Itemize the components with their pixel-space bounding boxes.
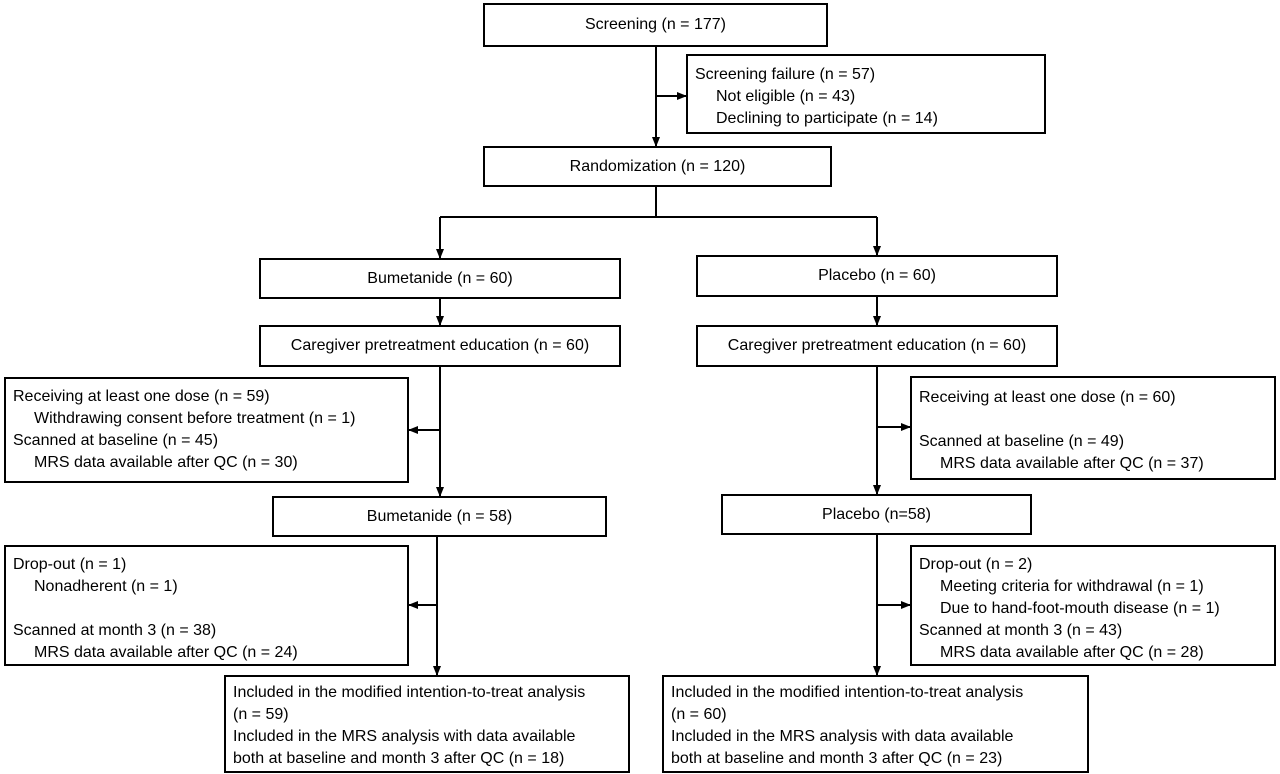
bumetanide-mrs-month3: MRS data available after QC (n = 24) [34,644,298,661]
bumetanide-mrs-analysis-label: Included in the MRS analysis with data a… [233,728,576,745]
placebo-education-box: Caregiver pretreatment education (n = 60… [696,325,1058,367]
placebo-hfmd: Due to hand-foot-mouth disease (n = 1) [940,600,1220,617]
bumetanide-arm2-box: Bumetanide (n = 58) [272,496,607,537]
randomization-box: Randomization (n = 120) [483,146,832,187]
bumetanide-itt-label: Included in the modified intention-to-tr… [233,684,586,701]
bumetanide-withdraw: Withdrawing consent before treatment (n … [34,410,356,427]
bumetanide-dropout: Drop-out (n = 1) [13,556,127,573]
bumetanide-nonadherent: Nonadherent (n = 1) [34,578,178,595]
bumetanide-dose: Receiving at least one dose (n = 59) [13,388,270,405]
screening-failure-title: Screening failure (n = 57) [695,66,876,83]
placebo-mrs-analysis-label: Included in the MRS analysis with data a… [671,728,1014,745]
bumetanide-analysis-box: Included in the modified intention-to-tr… [224,675,630,773]
spacer [919,409,1274,431]
placebo-dropout: Drop-out (n = 2) [919,556,1033,573]
declining-item: Declining to participate (n = 14) [716,110,938,127]
bumetanide-itt-count: (n = 59) [233,706,289,723]
not-eligible-item: Not eligible (n = 43) [716,88,856,105]
screening-failure-box: Screening failure (n = 57) Not eligible … [686,54,1046,134]
bumetanide-mrs-baseline: MRS data available after QC (n = 30) [34,454,298,471]
placebo-mrs-baseline: MRS data available after QC (n = 37) [940,455,1204,472]
placebo-arm-box: Placebo (n = 60) [696,255,1058,297]
bumetanide-baseline-box: Receiving at least one dose (n = 59) Wit… [4,377,409,483]
spacer [13,598,407,620]
bumetanide-mrs-analysis-count: both at baseline and month 3 after QC (n… [233,750,565,767]
placebo-baseline-box: Receiving at least one dose (n = 60) Sca… [910,376,1276,480]
placebo-mrs-month3: MRS data available after QC (n = 28) [940,644,1204,661]
bumetanide-month3-box: Drop-out (n = 1) Nonadherent (n = 1) Sca… [4,545,409,666]
placebo-withdrawal-criteria: Meeting criteria for withdrawal (n = 1) [940,578,1204,595]
bumetanide-education-box: Caregiver pretreatment education (n = 60… [259,325,621,367]
placebo-scanned-baseline: Scanned at baseline (n = 49) [919,433,1125,450]
placebo-arm2-box: Placebo (n=58) [721,494,1032,535]
placebo-month3-box: Drop-out (n = 2) Meeting criteria for wi… [910,545,1276,666]
screening-box: Screening (n = 177) [483,3,828,47]
placebo-dose: Receiving at least one dose (n = 60) [919,389,1176,406]
placebo-itt-count: (n = 60) [671,706,727,723]
placebo-mrs-analysis-count: both at baseline and month 3 after QC (n… [671,750,1003,767]
placebo-analysis-box: Included in the modified intention-to-tr… [662,675,1089,773]
bumetanide-arm-box: Bumetanide (n = 60) [259,258,621,299]
placebo-scanned-month3: Scanned at month 3 (n = 43) [919,622,1123,639]
bumetanide-scanned-baseline: Scanned at baseline (n = 45) [13,432,219,449]
placebo-itt-label: Included in the modified intention-to-tr… [671,684,1024,701]
bumetanide-scanned-month3: Scanned at month 3 (n = 38) [13,622,217,639]
